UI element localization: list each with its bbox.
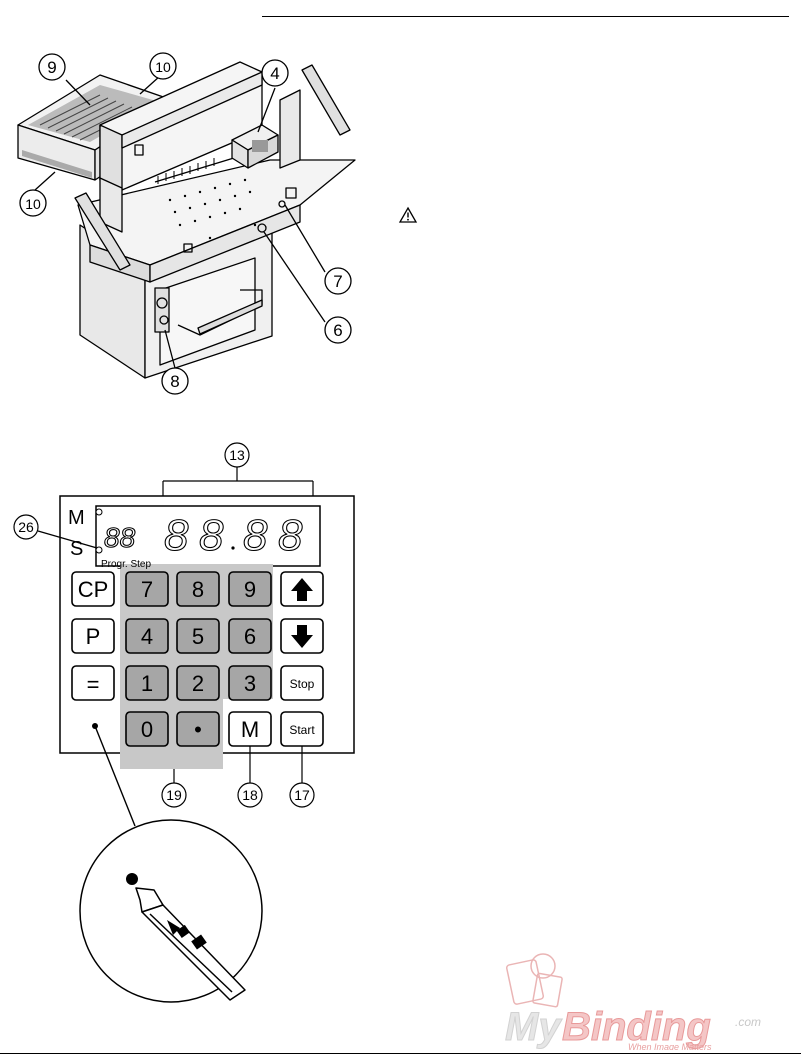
callout-26: 26	[18, 519, 34, 535]
key-decimal: •	[194, 717, 202, 742]
display-caption: Progr. Step	[101, 559, 151, 570]
mybinding-watermark: My Binding .com When Image Matters	[505, 953, 761, 1050]
brand-my: My	[505, 1005, 562, 1049]
key-0: 0	[141, 717, 153, 742]
bottom-rule	[0, 1053, 801, 1054]
callout-10-lower: 10	[25, 196, 41, 212]
control-panel-illustration: M S Progr. Step 88 8 8 8 8 CP P	[13, 442, 355, 1003]
key-7: 7	[141, 577, 153, 602]
magnified-detail	[79, 819, 263, 1003]
display-digit-2: 8	[199, 511, 224, 560]
key-p: P	[86, 624, 101, 649]
key-8: 8	[192, 577, 204, 602]
key-3: 3	[244, 671, 256, 696]
display-digit-3: 8	[243, 511, 268, 560]
arrow-up-icon	[291, 578, 313, 601]
callout-6: 6	[333, 321, 342, 340]
key-m: M	[241, 717, 259, 742]
key-equals: =	[87, 672, 100, 697]
cutting-machine-illustration: 9 10 4 10 7 6 8	[17, 52, 356, 395]
key-6: 6	[244, 624, 256, 649]
mode-label-s: S	[70, 538, 83, 560]
key-1: 1	[141, 671, 153, 696]
callout-9: 9	[47, 58, 56, 77]
mode-label-m: M	[68, 507, 85, 529]
key-cp: CP	[78, 577, 109, 602]
callout-10: 10	[155, 59, 171, 75]
display-step-digits: 88	[104, 522, 136, 553]
brand-binding: Binding	[562, 1005, 711, 1049]
key-4: 4	[141, 624, 153, 649]
brand-com: .com	[735, 1015, 761, 1029]
key-stop: Stop	[290, 677, 315, 691]
callout-4: 4	[270, 64, 279, 83]
callout-19: 19	[166, 787, 182, 803]
callout-13: 13	[229, 447, 245, 463]
callout-17: 17	[294, 787, 310, 803]
warning-icon	[398, 206, 418, 223]
brand-tagline: When Image Matters	[628, 1042, 712, 1050]
key-5: 5	[192, 624, 204, 649]
display-digit-4: 8	[278, 511, 303, 560]
key-9: 9	[244, 577, 256, 602]
callout-8: 8	[170, 372, 179, 391]
key-start: Start	[289, 723, 315, 737]
arrow-down-icon	[291, 625, 313, 648]
key-2: 2	[192, 671, 204, 696]
callout-7: 7	[333, 272, 342, 291]
top-rule	[262, 16, 789, 17]
display-digit-1: 8	[164, 511, 189, 560]
callout-18: 18	[242, 787, 258, 803]
